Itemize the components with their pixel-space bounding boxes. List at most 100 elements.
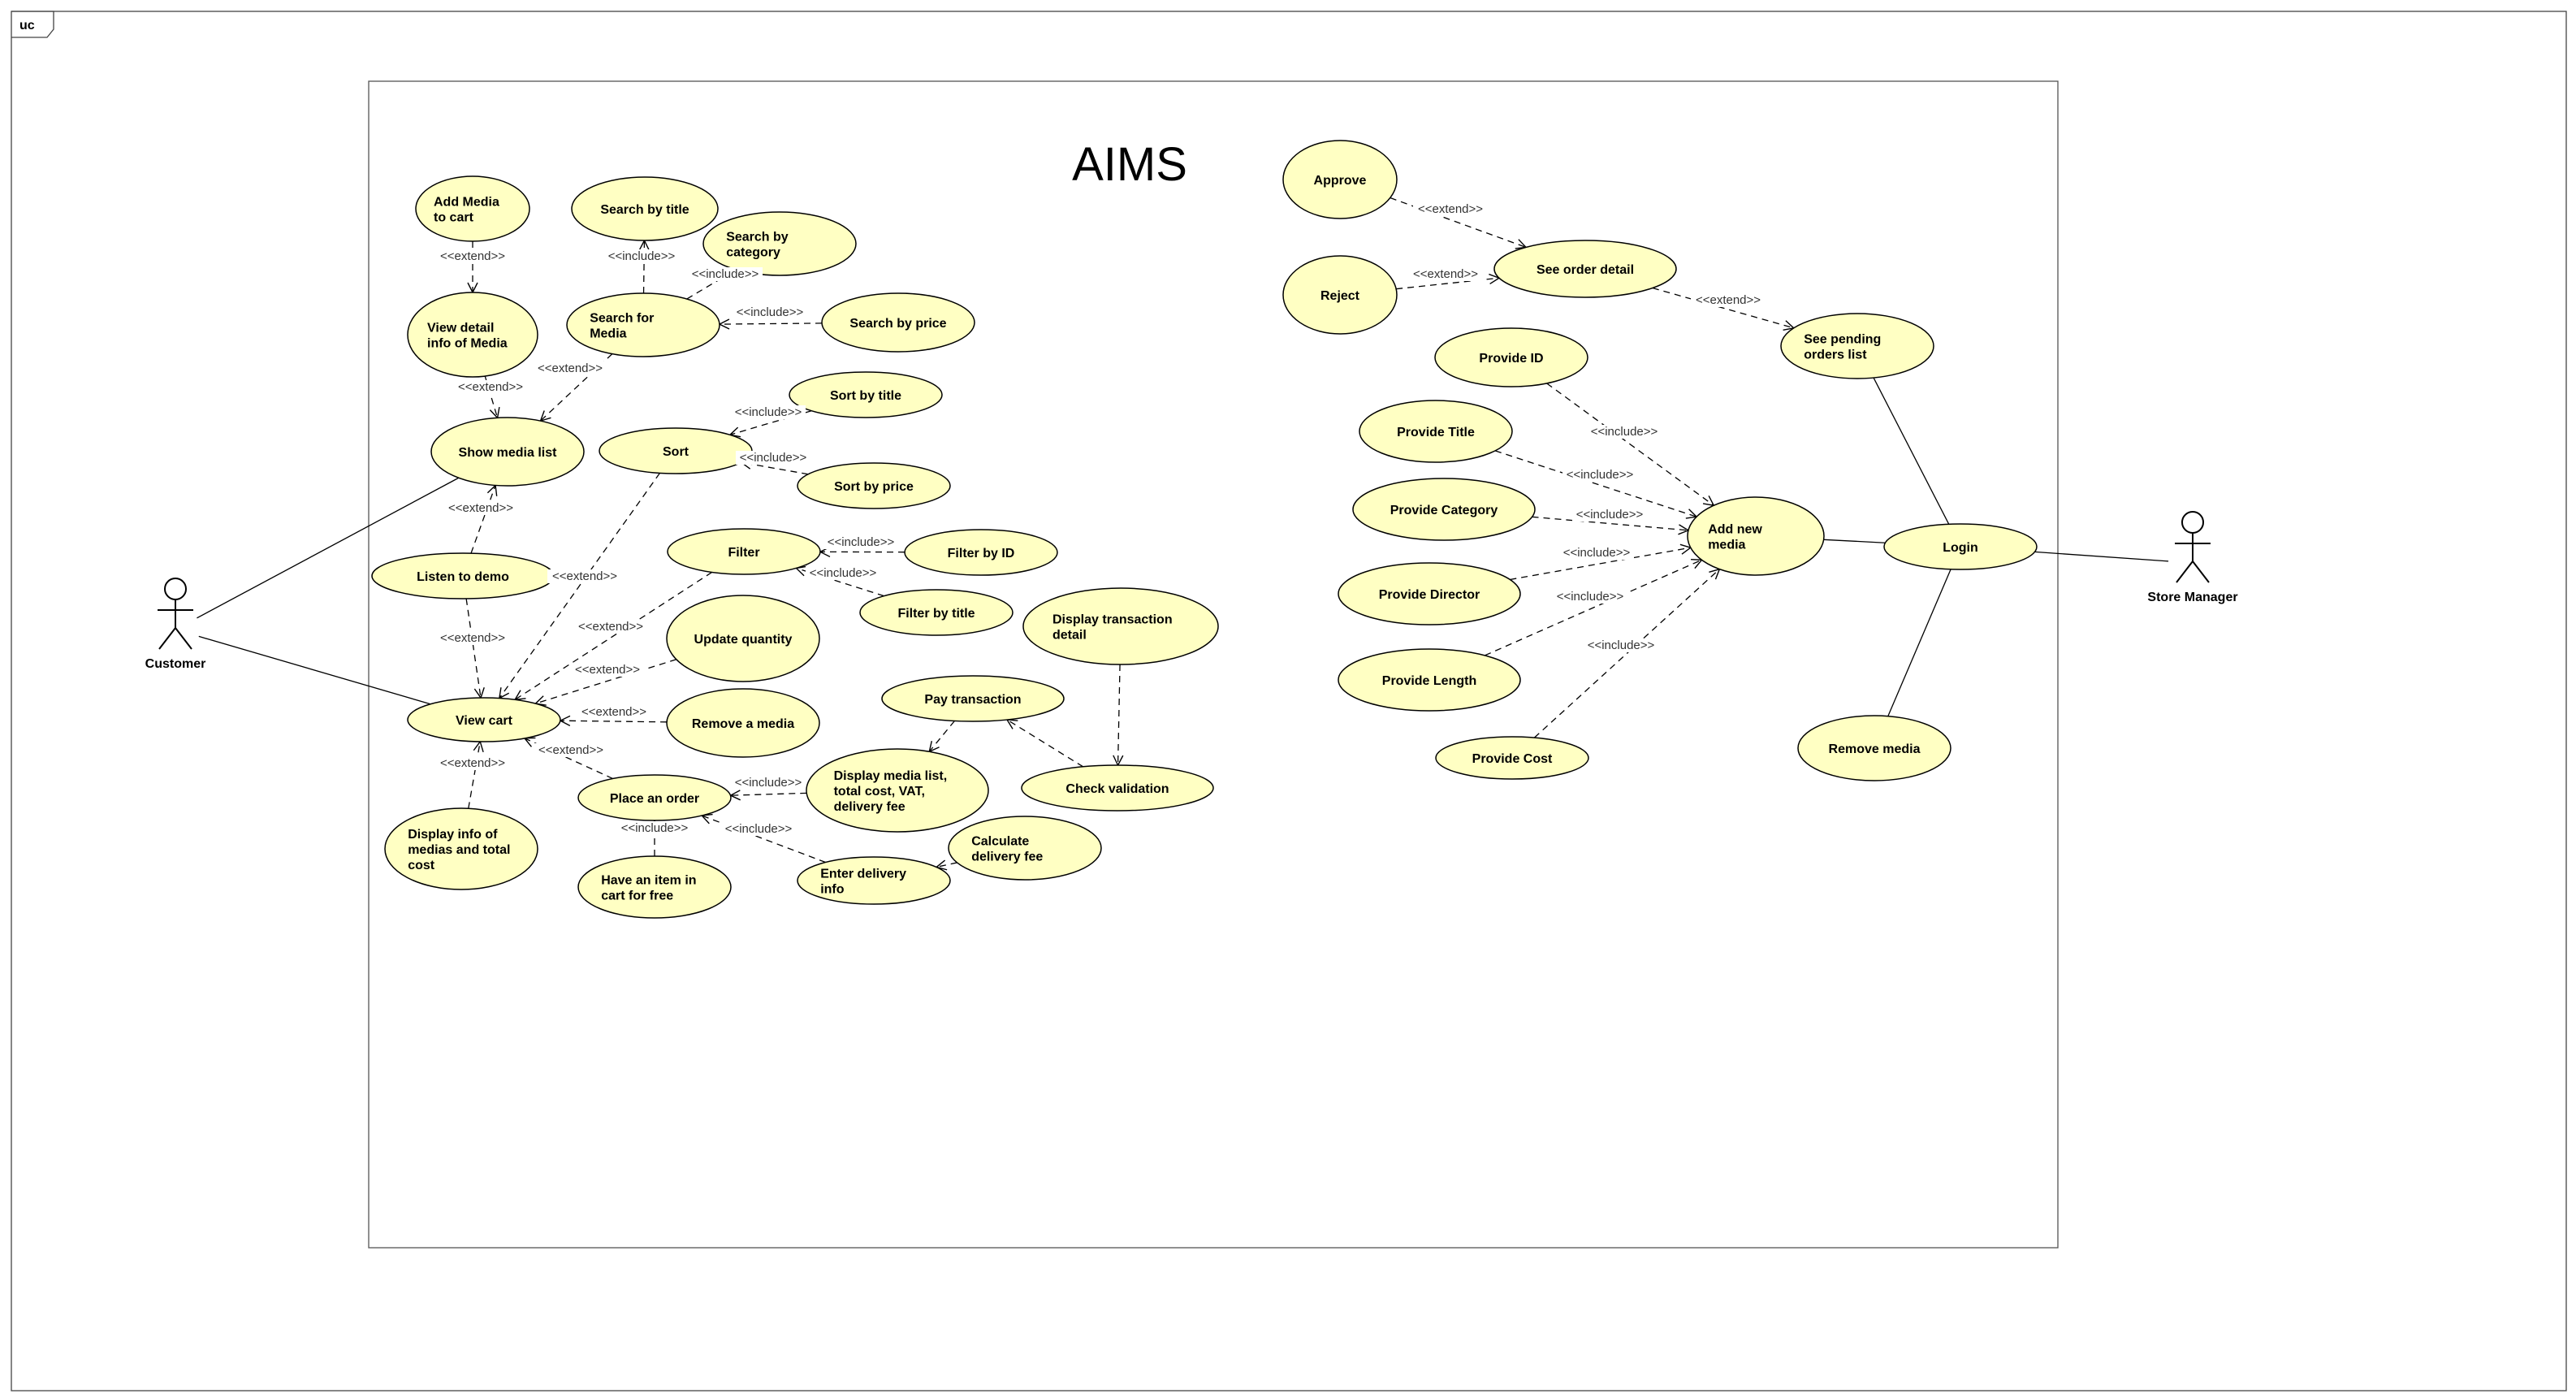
- dependency-filter-view_cart: [515, 571, 713, 699]
- use-case-search-price: Search by price: [821, 292, 975, 353]
- use-case-ellipse: [577, 855, 732, 919]
- use-case-ellipse: [797, 462, 951, 509]
- use-case-ellipse: [1359, 400, 1513, 463]
- use-case-ellipse: [384, 807, 538, 890]
- relationship-label: <<extend>>: [578, 620, 643, 634]
- use-case-label: Add new: [1708, 523, 1762, 537]
- use-case-label: info: [820, 883, 845, 897]
- relationship-label: <<extend>>: [440, 631, 505, 645]
- relationship-label: <<extend>>: [440, 756, 505, 770]
- relationship-label-bg: [806, 566, 880, 580]
- dependency-sort-view_cart: [499, 473, 661, 698]
- use-case-label: Provide Director: [1379, 588, 1480, 602]
- frame-tag: uc: [19, 19, 35, 32]
- relationship-label-bg: [570, 663, 645, 677]
- use-case-label: Filter by ID: [948, 547, 1015, 560]
- use-case-label: Calculate: [971, 835, 1029, 849]
- relationship-label-bg: [1413, 202, 1488, 216]
- actor-figure-part: [175, 627, 192, 650]
- use-case-remove-a-media: Remove a media: [666, 688, 820, 758]
- use-case-label: Display media list,: [834, 769, 948, 783]
- dependency-view_detail-show_list: [484, 375, 497, 418]
- use-case-label: Approve: [1314, 174, 1367, 188]
- system-boundary: AIMS: [368, 80, 2059, 1249]
- use-case-ellipse: [806, 748, 989, 833]
- use-case-provide-id: Provide ID: [1434, 327, 1588, 387]
- use-case-ellipse: [881, 675, 1065, 722]
- relationship-label: <<extend>>: [1413, 267, 1478, 281]
- dependency-listen_demo-show_list: [470, 485, 495, 554]
- dependency-provide_length-add_new_media: [1485, 560, 1701, 656]
- relationship-label-bg: [1691, 293, 1766, 307]
- association-layer: [197, 377, 2169, 716]
- relationship-label-bg: [453, 380, 528, 394]
- use-case-remove-media: Remove media: [1797, 715, 1951, 781]
- use-case-label: orders list: [1804, 348, 1867, 362]
- use-case-label: Pay transaction: [924, 693, 1021, 707]
- relationship-label: <<include>>: [737, 305, 804, 319]
- use-case-ellipse: [577, 774, 732, 821]
- use-case-ellipse: [430, 417, 585, 487]
- relationship-label-bg: [577, 705, 651, 719]
- association-login-see_pending: [1873, 377, 1950, 525]
- use-case-ellipse: [407, 697, 561, 742]
- use-case-check-valid: Check validation: [1021, 764, 1214, 812]
- use-case-label: delivery fee: [971, 850, 1043, 864]
- actor-figure-part: [2181, 511, 2204, 534]
- relationship-label-bg: [435, 631, 510, 645]
- actor-label: Store Manager: [2147, 591, 2237, 604]
- use-case-label: to cart: [434, 211, 474, 225]
- relationship-label: <<include>>: [1588, 638, 1655, 652]
- relationship-label: <<include>>: [608, 249, 676, 263]
- relationship-label: <<extend>>: [440, 249, 505, 263]
- use-case-ellipse: [789, 371, 943, 418]
- use-case-view-detail: View detail info of Media: [407, 292, 538, 378]
- use-case-ellipse: [1338, 648, 1521, 712]
- dependency-see_order_detail-see_pending: [1652, 287, 1794, 328]
- use-case-ellipse: [667, 528, 821, 575]
- relationship-label-bg: [721, 822, 796, 836]
- relationship-label: <<include>>: [1567, 468, 1634, 482]
- association-login-add_new_media: [1823, 539, 1886, 543]
- actor-label: Customer: [145, 657, 206, 671]
- use-case-sort-price: Sort by price: [797, 462, 951, 509]
- relationship-label: <<include>>: [692, 267, 759, 281]
- relationship-label-bg: [731, 776, 806, 790]
- uc-frame: uc: [11, 11, 2567, 1392]
- relationship-label: <<include>>: [621, 821, 689, 835]
- actor-layer: Customer Store Manager: [145, 511, 2238, 671]
- dependency-filter_title-filter: [796, 568, 884, 597]
- actor-figure-part: [158, 627, 176, 650]
- relationship-label: <<extend>>: [448, 501, 513, 515]
- association-manager-login: [2034, 551, 2169, 562]
- use-case-ellipse: [1883, 523, 2038, 570]
- relationship-label-bg: [533, 361, 607, 375]
- use-case-ellipse: [1780, 313, 1934, 379]
- relationship-label-bg: [731, 405, 806, 419]
- use-case-label: View detail: [427, 322, 494, 335]
- relationship-label: <<include>>: [725, 822, 793, 836]
- use-case-listen-demo: Listen to demo: [371, 552, 555, 599]
- use-case-label: Place an order: [610, 792, 699, 806]
- relationship-label: <<include>>: [1576, 508, 1644, 522]
- relationship-label: <<include>>: [735, 405, 802, 419]
- use-case-ellipse: [797, 856, 951, 905]
- use-case-display-media-list: Display media list,total cost, VAT,deliv…: [806, 748, 989, 833]
- use-case-ellipse: [666, 688, 820, 758]
- use-case-label: info of Media: [427, 337, 508, 351]
- relationship-label: <<extend>>: [458, 380, 523, 394]
- relationship-label-bg: [1562, 468, 1637, 482]
- use-case-ellipse: [1021, 764, 1214, 812]
- relationship-label: <<include>>: [735, 776, 802, 790]
- use-case-provide-director: Provide Director: [1338, 562, 1521, 625]
- use-case-filter: Filter: [667, 528, 821, 575]
- relationship-label: <<extend>>: [552, 569, 617, 583]
- relationship-label: <<extend>>: [538, 361, 603, 375]
- relationship-label-layer: <<extend>> <<extend>> <<extend>> <<extend>>…: [435, 202, 1766, 836]
- relationship-label-bg: [443, 501, 518, 515]
- dependency-reject-see_order_detail: [1396, 278, 1499, 290]
